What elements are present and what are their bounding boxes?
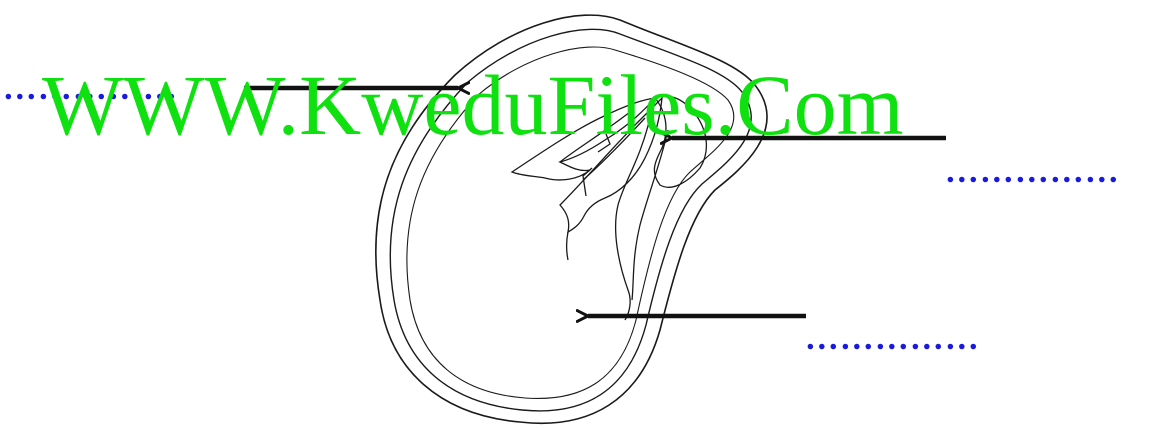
seed-coat-outer	[376, 15, 767, 423]
plumule	[512, 98, 662, 260]
blank-label-bottom: ……………	[806, 322, 981, 356]
radicle	[616, 96, 707, 320]
cotyledon-outline	[407, 47, 734, 398]
blank-label-right: ……………	[946, 155, 1121, 189]
blank-label-top-left: ……………	[4, 72, 179, 106]
